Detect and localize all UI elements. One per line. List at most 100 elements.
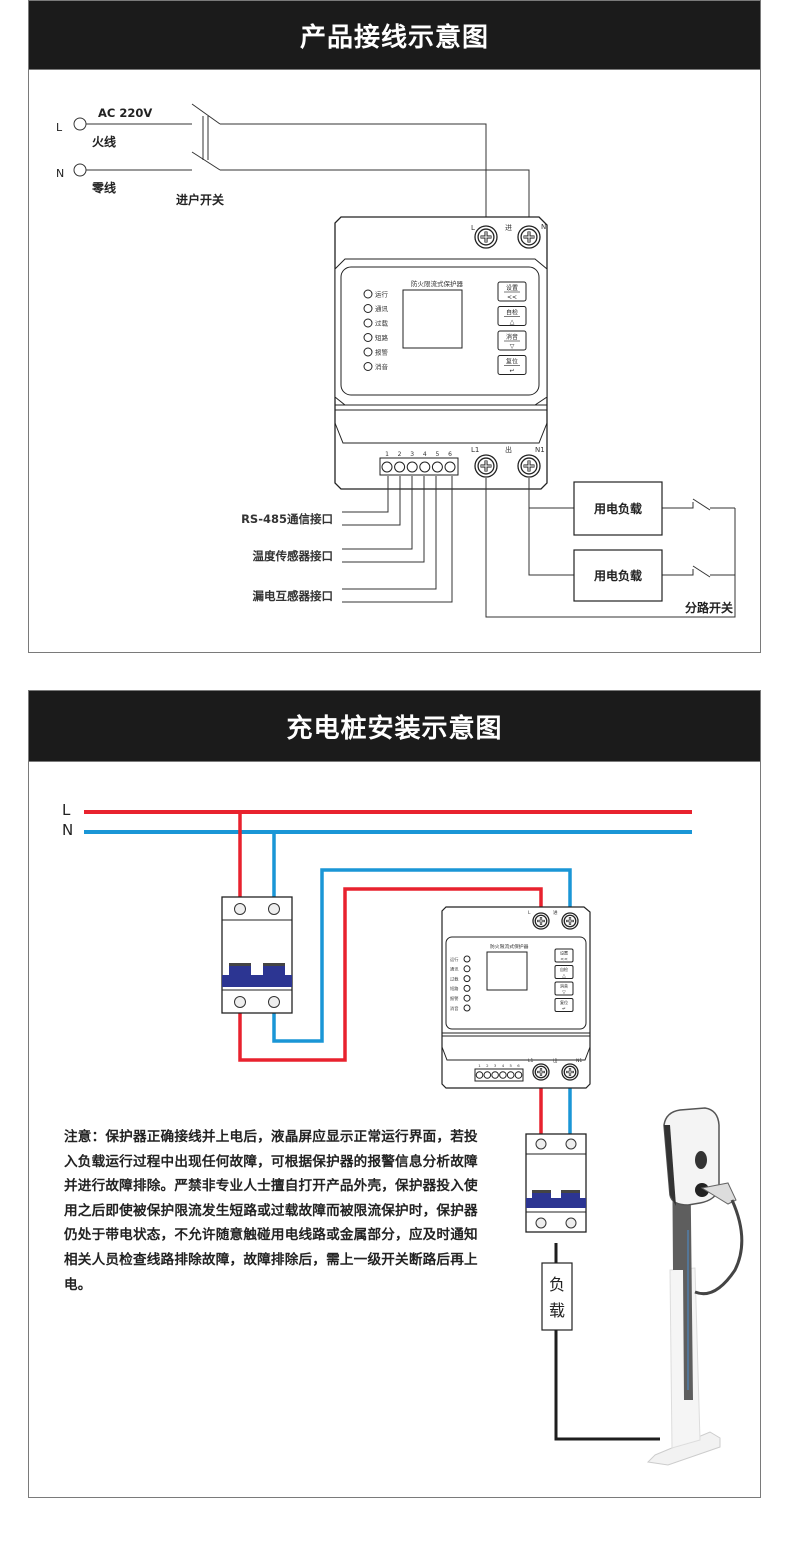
indicator-led: [363, 362, 373, 371]
ev-charging-pile-icon: [646, 1107, 744, 1466]
rs485-interface-label: RS-485通信接口: [241, 512, 333, 526]
device-button[interactable]: 自检△: [497, 306, 527, 326]
port-terminal: [475, 1071, 484, 1079]
wiring-diagram-title: 产品接线示意图: [29, 1, 760, 70]
port-terminal: [499, 1071, 507, 1079]
main-switch-icon: [191, 103, 221, 171]
button-label: 设置: [560, 950, 568, 956]
port-terminal: [483, 1071, 492, 1079]
load-char: 负: [549, 1275, 565, 1294]
terminal-l1-screw-icon: [532, 1063, 550, 1081]
indicator-label: 通讯: [450, 966, 459, 973]
wiring-diagram-panel: 产品接线示意图: [28, 0, 761, 653]
terminal-n1-label: N1: [535, 446, 545, 454]
port-number: 1: [478, 1063, 481, 1068]
port-terminal: [506, 1071, 515, 1079]
leakage-transformer-interface-label: 漏电互感器接口: [253, 589, 334, 603]
load-box: 负 载: [541, 1262, 573, 1331]
terminal-l-label: L: [471, 224, 475, 232]
voltage-label: AC 220V: [98, 106, 152, 120]
terminal-l-screw-icon: [474, 225, 498, 249]
indicator-led: [363, 333, 373, 342]
terminal-l1-screw-icon: [474, 454, 498, 478]
port-number: 3: [494, 1063, 497, 1068]
live-wire-label: 火线: [92, 134, 116, 149]
port-number: 3: [410, 451, 414, 458]
button-label: 复位: [560, 999, 568, 1005]
indicator-label: 报警: [375, 348, 389, 357]
device-button[interactable]: 复位 ↵: [554, 998, 574, 1013]
port-terminal: [381, 461, 393, 473]
branch-circuit-breaker: [525, 1133, 587, 1233]
port-terminal: [394, 461, 406, 473]
indicator-label: 消音: [375, 362, 389, 371]
port-terminal: [431, 461, 443, 473]
button-symbol: ▽: [562, 991, 566, 996]
button-symbol: ↵: [509, 368, 514, 375]
indicator-led: [463, 1004, 471, 1012]
terminal-n1-label: N1: [576, 1058, 582, 1064]
device-button[interactable]: 消音 ▽: [497, 330, 527, 351]
load-label: 用电负载: [593, 501, 642, 516]
bus-n-label: N: [62, 821, 73, 839]
device-button[interactable]: 设置<<: [554, 948, 574, 963]
port-number: 2: [486, 1063, 489, 1068]
port-number: 4: [502, 1063, 505, 1068]
input-label: 进: [553, 909, 558, 916]
port-terminal: [491, 1071, 499, 1079]
device-name: 防火限流式保护器: [411, 279, 464, 288]
button-symbol: <<: [560, 957, 568, 963]
indicator-led: [363, 304, 373, 313]
indicator-label: 短路: [450, 985, 459, 992]
neutral-source-terminal: [73, 163, 87, 177]
indicator-led: [363, 347, 373, 357]
neutral-wire-label: 零线: [91, 180, 116, 195]
indicator-label: 运行: [375, 290, 389, 299]
device-button[interactable]: 设置 <<: [497, 281, 527, 302]
device-name: 防火限流式保护器: [490, 943, 529, 950]
port-number: 5: [509, 1063, 512, 1068]
device-button[interactable]: 复位 ↵: [497, 355, 527, 375]
terminal-l-label: L: [528, 910, 531, 916]
safety-notice: 注意：保护器正确接线并上电后，液晶屏应显示正常运行界面，若投入负载运行过程中出现…: [64, 1129, 478, 1293]
charging-pile-panel: 充电桩安装示意图: [28, 690, 761, 1498]
port-number: 5: [435, 451, 439, 458]
port-number: 2: [398, 451, 402, 458]
button-label: 消音: [506, 333, 518, 341]
load-box-1: 用电负载: [573, 481, 663, 536]
button-symbol: ↵: [562, 1007, 566, 1012]
lcd-screen: [402, 289, 463, 349]
terminal-l1-label: L1: [471, 446, 479, 454]
device-button[interactable]: 自检△: [554, 965, 574, 980]
indicator-label: 报警: [450, 995, 459, 1002]
terminal-n1-screw-icon: [517, 454, 541, 478]
button-symbol: △: [510, 319, 515, 326]
terminal-n-label: N: [541, 223, 546, 231]
button-symbol: ▽: [510, 343, 515, 350]
port-number: 1: [385, 451, 389, 458]
button-label: 设置: [506, 284, 518, 292]
indicator-led: [463, 984, 471, 992]
indicator-led: [463, 975, 471, 983]
terminal-l-screw-icon: [532, 912, 550, 930]
port-number: 6: [517, 1063, 520, 1068]
indicator-led: [463, 955, 471, 963]
indicator-led: [363, 289, 373, 299]
main-switch-label: 进户开关: [176, 192, 224, 207]
terminal-l1-label: L1: [528, 1058, 534, 1064]
indicator-label: 过载: [375, 319, 389, 328]
button-label: 复位: [506, 358, 518, 366]
indicator-label: 运行: [450, 956, 458, 963]
device-button[interactable]: 消音 ▽: [554, 981, 574, 996]
neutral-label: N: [56, 167, 64, 180]
button-label: 消音: [560, 983, 568, 989]
live-label: L: [56, 121, 63, 134]
indicator-label: 短路: [375, 333, 389, 342]
button-symbol: <<: [507, 294, 517, 301]
bus-l-label: L: [62, 801, 71, 819]
indicator-led: [463, 965, 471, 973]
output-label: 出: [553, 1057, 558, 1064]
indicator-led: [463, 994, 471, 1002]
